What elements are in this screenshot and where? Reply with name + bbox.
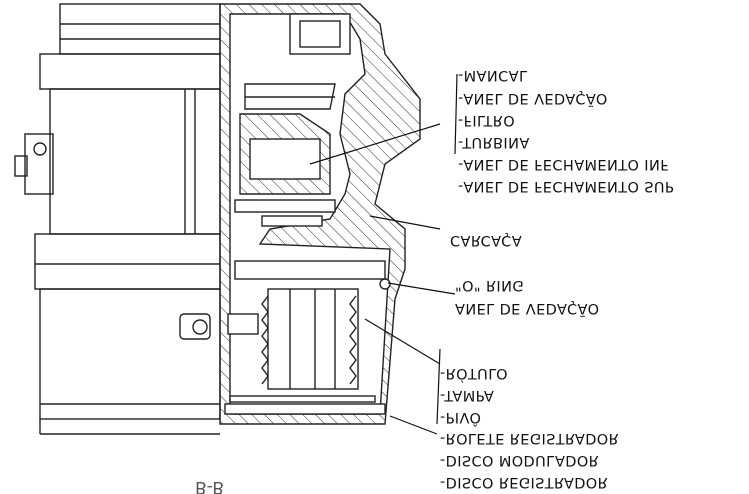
outer-housing-left	[14, 3, 221, 435]
label-o-ring: "O" RING	[455, 277, 524, 293]
label-disco-registrador: -DISCO REGISTRADOR	[440, 474, 608, 490]
label-filtro: -FILTRO	[458, 112, 515, 128]
label-anel-vedacao-mid: ANEL DE VEDAÇÃO	[455, 300, 599, 317]
label-anel-fechamento-inf: -ANEL DE FECHAMENTO INF	[458, 156, 669, 172]
label-mancal: -MANCAL	[458, 67, 527, 83]
label-carcaca: CARCAÇA	[450, 232, 522, 248]
label-anel-vedacao-top: -ANEL DE VEDAÇÃO	[458, 90, 608, 107]
label-turbina: -TURBINA	[458, 134, 530, 150]
sectioned-housing-right	[219, 3, 421, 425]
label-disco-modulador: -DISCO MODULADOR	[440, 452, 599, 468]
label-tampa: -TAMPA	[440, 387, 494, 403]
label-anel-fechamento-sup: -ANEL DE FECHAMENTO SUP	[458, 178, 674, 194]
label-pivo: -PIVÔ	[440, 409, 481, 427]
label-rotulo: -RÓTULO	[440, 365, 508, 383]
label-rolete-registrador: -ROLETE REGISTRADOR	[440, 430, 619, 446]
leader-lines	[309, 73, 458, 435]
label-group: -MANCAL -ANEL DE VEDAÇÃO -FILTRO -TURBIN…	[195, 67, 674, 494]
section-label: B-B	[195, 477, 224, 494]
